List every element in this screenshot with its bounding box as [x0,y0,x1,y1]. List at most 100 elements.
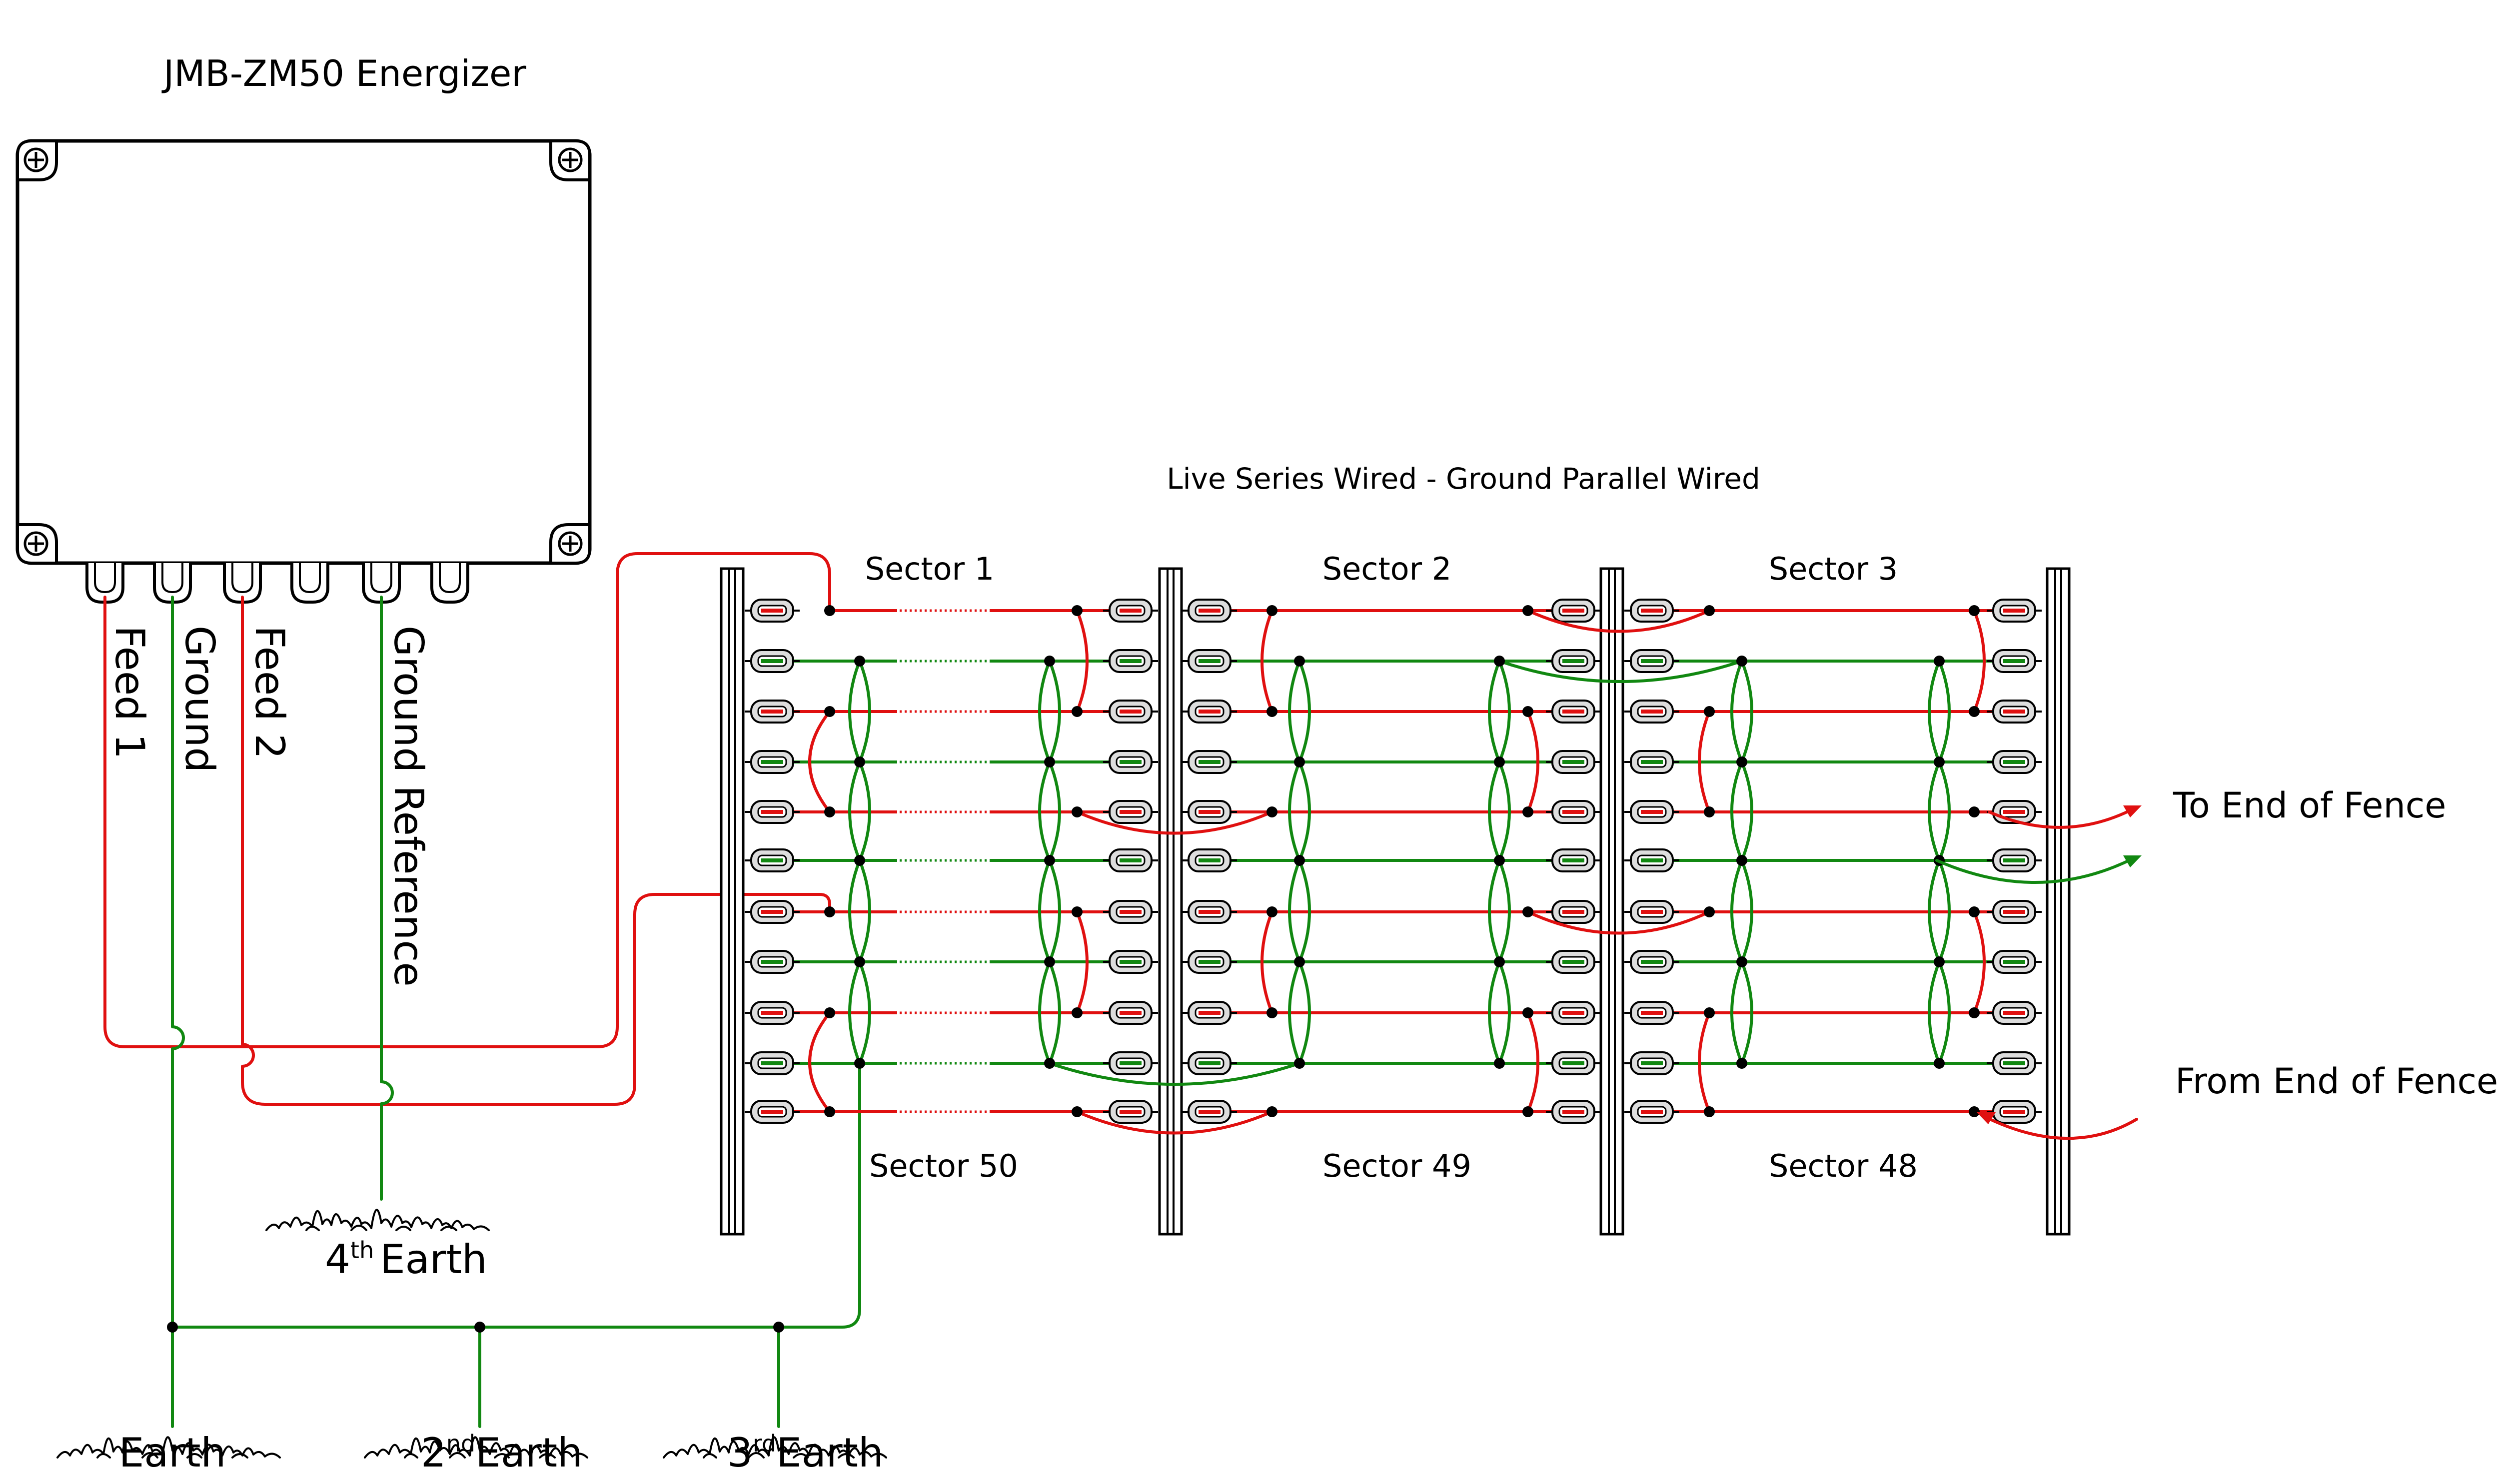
insulator-icon [745,1001,800,1025]
junction-dot [1266,806,1277,817]
insulator-icon [1624,649,1679,673]
jumper-wire [1499,660,1742,683]
jumper-wire [1488,761,1501,861]
jumper-wire [1048,660,1061,763]
junction-dot [1969,706,1980,717]
jumper-wire [1488,961,1501,1064]
junction-dot [824,1007,835,1018]
jumper-wire [1038,660,1051,763]
insulator-icon [1182,1051,1237,1075]
junction-dot [1494,956,1505,967]
insulator-icon [1987,848,2042,872]
insulator-icon [1103,700,1158,724]
insulator-icon [1182,800,1237,824]
insulator-icon [1546,1100,1601,1124]
insulator-icon [1546,900,1601,924]
junction-dot [1736,956,1747,967]
insulator-icon [1182,599,1237,623]
jumper-wire [1740,660,1753,763]
junction-dot [854,756,865,767]
insulator-icon [745,1100,800,1124]
junction-dot [1736,656,1747,667]
junction-dot [1294,855,1305,866]
jumper-wire [1740,761,1753,861]
insulator-icon [745,700,800,724]
insulator-icon [1987,700,2042,724]
cable-gland [290,563,329,604]
insulator-icon [1546,950,1601,974]
jumper-wire [1730,859,1743,963]
jumper-wire [1298,859,1311,963]
junction-dot [824,706,835,717]
jumper-wire [848,660,861,763]
terminal-label-feed-1: Feed 1 [106,626,153,759]
insulator-icon [1182,900,1237,924]
sector-label-50: Sector 50 [869,1148,1018,1184]
junction-dot [1934,956,1945,967]
cable-glands [85,563,469,604]
junction-dot [1522,1007,1533,1018]
insulator-icon [1546,848,1601,872]
insulator-icon [745,900,800,924]
junction-dot [1072,706,1083,717]
insulator-icon [1546,800,1601,824]
insulator-icon [1182,1100,1237,1124]
junction-dot [1934,756,1945,767]
insulator-icon [1624,800,1679,824]
junction-dot [1266,1106,1277,1117]
jumper-wire [1298,961,1311,1064]
junction-dot [824,605,835,616]
energizer-box [15,139,592,604]
jumper-wire [1498,761,1511,861]
jumper-wire [1260,610,1273,713]
insulator-icon [1103,750,1158,774]
insulator-icon [1624,599,1679,623]
cable-gland [430,563,469,604]
jumper-wire [858,761,871,861]
junction-dot [854,656,865,667]
insulator-icon [1987,1001,2042,1025]
jumper-wire [1298,761,1311,861]
jumper-wire [1527,609,1710,633]
jumper-wire [1260,911,1273,1014]
junction-dot [1294,756,1305,767]
junction-dot [1704,806,1715,817]
fence-end-arrows [1935,805,2142,1140]
insulator-icon [1624,900,1679,924]
junction-dot [854,956,865,967]
junction-dot [1072,605,1083,616]
junction-dot [1294,956,1305,967]
jumper-wire [1038,761,1051,861]
junction-dot [1522,906,1533,917]
jumper-wire [1488,859,1501,963]
jumper-wire [1698,711,1711,813]
junction-dot [1044,656,1055,667]
junction-dot [1704,1106,1715,1117]
insulator-icon [745,848,800,872]
jumper-wire [1076,810,1273,835]
insulator-icon [1103,1001,1158,1025]
sector-label-48: Sector 48 [1769,1148,1918,1184]
jumper-wire [1298,660,1311,763]
junction-dot [1266,906,1277,917]
insulator-icon [745,800,800,824]
junction-dot [1044,855,1055,866]
jumper-wire [1938,660,1951,763]
insulator-icon [1624,700,1679,724]
jumper-wire [1527,910,1710,935]
jumper-wire [1730,961,1743,1064]
insulator-icon [1182,750,1237,774]
insulator-icon [745,599,800,623]
junction-dot [1044,956,1055,967]
fence-post [2046,567,2071,1236]
insulator-icon [1546,1051,1601,1075]
junction-dot [1294,656,1305,667]
junction-dot [1044,756,1055,767]
junction-dot [1294,1058,1305,1069]
jumper-wire [1928,761,1941,861]
insulator-icon [1624,1001,1679,1025]
mounting-screw-icon [16,523,58,565]
insulator-icon [1624,950,1679,974]
jumper-wire [858,859,871,963]
insulator-icon [1182,649,1237,673]
